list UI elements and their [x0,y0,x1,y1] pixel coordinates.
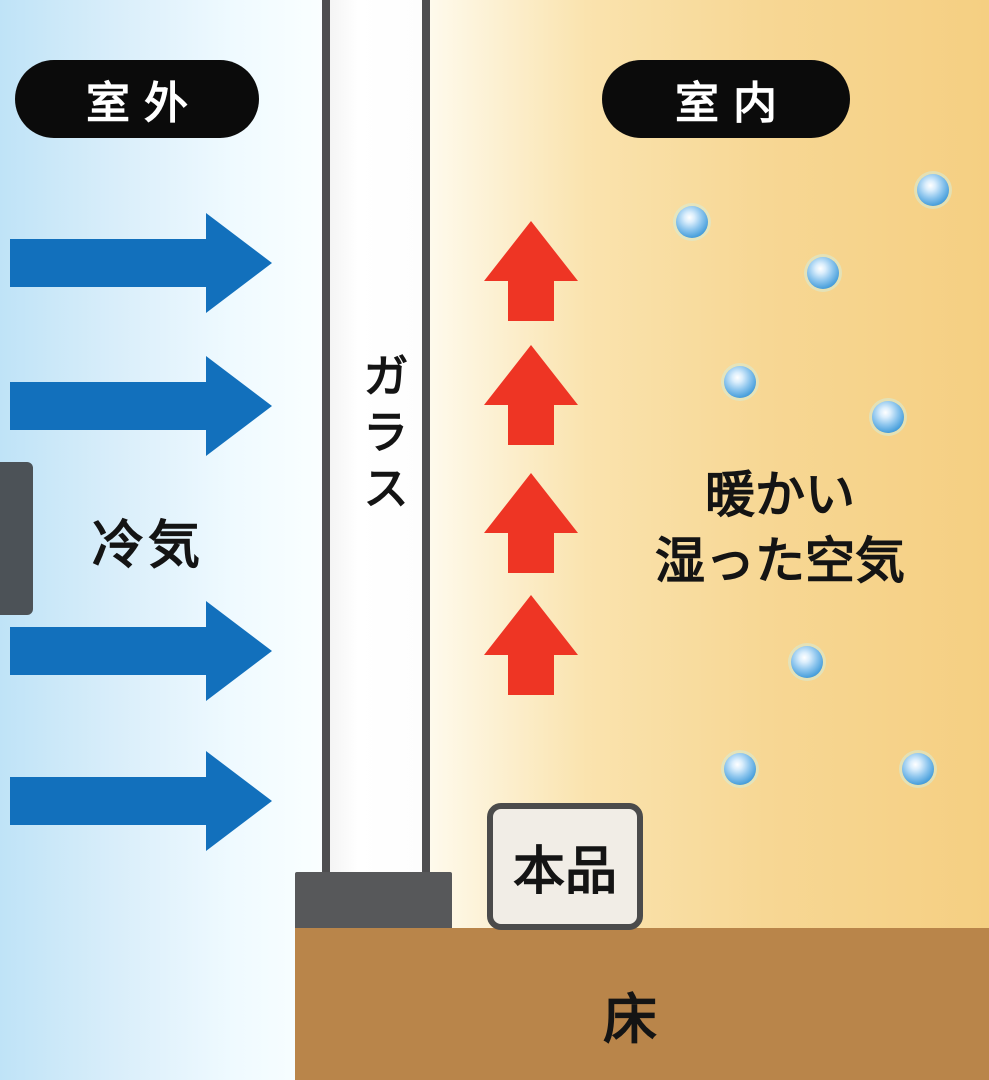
warm-air-label-line2: 湿った空気 [655,533,905,589]
left-edge-cropped-box [0,462,33,615]
moisture-droplet-icon [872,401,904,433]
floor-region [295,928,989,1080]
indoor-badge-label: 室内 [675,79,791,128]
outdoor-region [0,0,331,1080]
outdoor-badge-label: 室外 [86,79,202,128]
glass-window-pane [322,0,430,930]
moisture-droplet-icon [791,646,823,678]
moisture-droplet-icon [902,753,934,785]
product-label: 本品 [512,843,617,901]
moisture-droplet-icon [917,174,949,206]
indoor-badge: 室内 [602,60,850,138]
glass-label: ガラス [357,352,409,520]
indoor-region [430,0,989,930]
warm-air-label: 暖かい 湿った空気 [640,462,920,594]
moisture-droplet-icon [676,206,708,238]
product-box: 本品 [487,803,643,930]
moisture-droplet-icon [724,753,756,785]
moisture-droplet-icon [724,366,756,398]
cold-air-label: 冷気 [91,517,204,575]
outdoor-badge: 室外 [15,60,259,138]
window-sill [295,872,452,930]
floor-label: 床 [603,990,657,1050]
moisture-droplet-icon [807,257,839,289]
warm-air-label-line1: 暖かい [705,467,855,523]
